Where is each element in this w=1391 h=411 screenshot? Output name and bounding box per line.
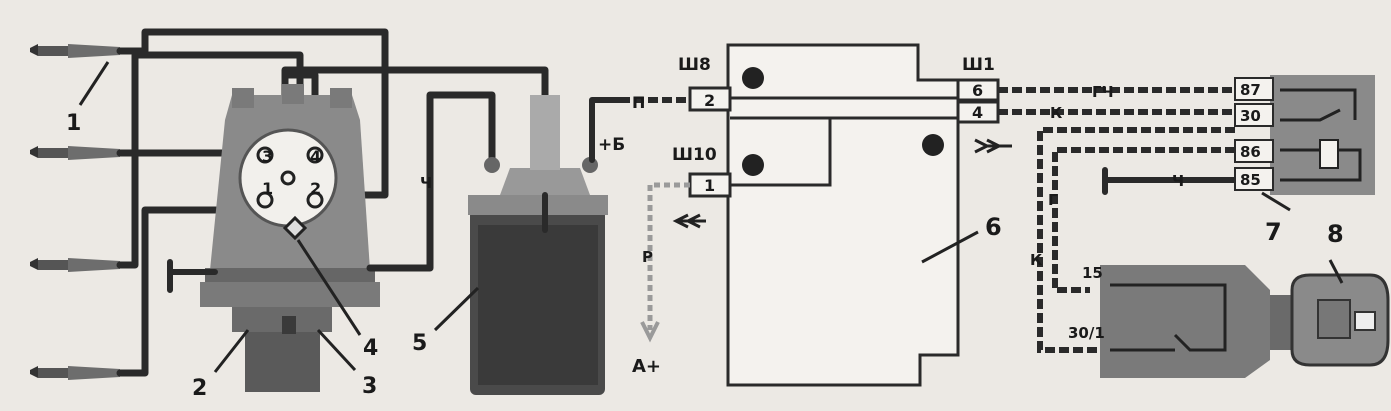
connector-sh8: Ш8	[678, 55, 711, 75]
distributor-terminal-3: 3	[262, 147, 273, 166]
wire-label-g: Г	[1048, 191, 1058, 209]
ecu-pin-2-box	[688, 86, 732, 112]
distributor-terminal-4: 4	[310, 147, 321, 166]
ecu-pin-2: 2	[704, 91, 715, 110]
relay-pin-87-box	[1234, 77, 1274, 101]
wire-label-p: П	[632, 93, 645, 112]
distributor-terminal-1: 1	[262, 179, 273, 198]
part-number-8: 8	[1327, 220, 1344, 248]
switch-terminal-15: 15	[1082, 264, 1103, 282]
part-number-6: 6	[985, 213, 1002, 241]
relay-pin-86-box	[1234, 139, 1274, 163]
ecu-pin-4: 4	[972, 103, 983, 122]
socket-arrow-right	[974, 138, 1012, 154]
ignition-coil	[468, 95, 608, 395]
switch-terminal-30-1: 30/1	[1068, 324, 1105, 342]
ignition-key	[1290, 273, 1390, 367]
connector-sh1: Ш1	[962, 55, 995, 75]
wire-label-r: Р	[642, 248, 653, 266]
relay-pin-30: 30	[1240, 107, 1261, 125]
relay-coil	[1319, 139, 1339, 169]
socket-arrow-left	[672, 213, 706, 229]
ecu-pin-6: 6	[972, 81, 983, 100]
part-number-7: 7	[1265, 218, 1282, 246]
part-number-2: 2	[192, 376, 207, 401]
ignition-switch	[1100, 265, 1292, 378]
relay-pin-85-box	[1234, 167, 1274, 191]
wire-label-k-side: К	[1030, 251, 1043, 269]
part-number-1: 1	[66, 111, 81, 136]
hall-sensor-window	[282, 215, 308, 241]
connector-sh10: Ш10	[672, 145, 717, 165]
wire-label-plus-b: +Б	[598, 135, 625, 155]
wire-label-gch: ГЧ	[1092, 83, 1114, 101]
relay-pin-85: 85	[1240, 171, 1261, 189]
ecu-pin-1: 1	[704, 176, 715, 195]
part-number-4: 4	[363, 336, 378, 361]
spark-plug-2	[30, 146, 120, 160]
spark-plug-4	[30, 366, 120, 380]
wire-label-ch-coil: Ч	[420, 174, 432, 192]
wire-label-k-top: К	[1050, 104, 1063, 122]
part-number-3: 3	[362, 374, 377, 399]
relay-pin-30-box	[1234, 103, 1274, 127]
wire-label-ch-ground: Ч	[1172, 172, 1184, 190]
part-number-5: 5	[412, 331, 427, 356]
distributor-terminal-2: 2	[310, 179, 321, 198]
relay	[1270, 75, 1375, 195]
relay-pin-87: 87	[1240, 81, 1261, 99]
spark-plug-3	[30, 258, 120, 272]
wire-label-a-plus: А+	[632, 356, 661, 377]
distributor	[200, 84, 380, 392]
spark-plug-1	[30, 44, 120, 58]
ecu-module	[726, 43, 960, 387]
relay-pin-86: 86	[1240, 143, 1261, 161]
